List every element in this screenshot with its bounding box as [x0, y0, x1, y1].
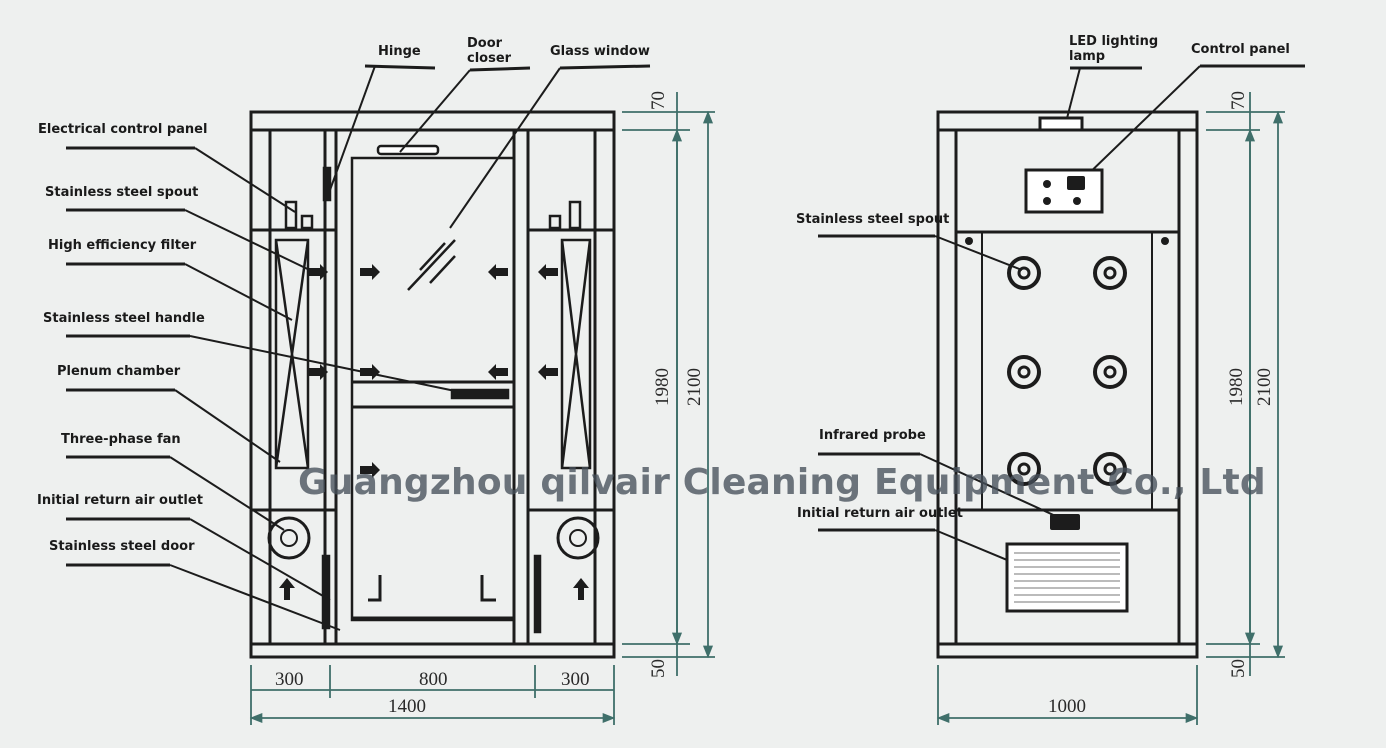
infrared-probe-icon [1050, 514, 1080, 530]
label-side-initial-return-air-outlet: Initial return air outlet [797, 506, 963, 521]
front-outer-frame [249, 110, 616, 659]
dimension-lines [249, 92, 1285, 725]
dim-side-top: 70 [1228, 91, 1249, 110]
dim-front-bottom: 50 [648, 659, 669, 678]
leader-lines [66, 64, 1305, 631]
nozzle-icon [1007, 256, 1041, 290]
label-side-stainless-steel-spout: Stainless steel spout [796, 212, 950, 227]
label-initial-return-air-outlet: Initial return air outlet [37, 493, 203, 508]
side-details [965, 176, 1169, 530]
dim-front-left: 300 [275, 669, 304, 690]
dim-side-inner-height: 1980 [1226, 368, 1247, 406]
stainless-handle-icon [450, 388, 510, 400]
nozzle-arrows [279, 264, 589, 600]
dim-front-total-height: 2100 [684, 368, 705, 406]
label-stainless-steel-spout: Stainless steel spout [45, 185, 199, 200]
label-three-phase-fan: Three-phase fan [61, 432, 181, 447]
dim-side-total-height: 2100 [1254, 368, 1275, 406]
label-hinge: Hinge [378, 44, 421, 59]
nozzle-icon [1093, 452, 1127, 486]
label-infrared-probe: Infrared probe [819, 428, 926, 443]
label-stainless-steel-door: Stainless steel door [49, 539, 195, 554]
dimension-texts: 70 1980 2100 50 300 800 300 1400 70 1980… [275, 91, 1275, 717]
front-door-panel [350, 156, 516, 622]
led-lamp-icon [1038, 116, 1084, 132]
label-led-lighting-lamp: LED lighting lamp [1069, 34, 1159, 64]
hinge-icon [322, 166, 332, 202]
left-filter-icon [274, 238, 310, 470]
door-closer-icon [376, 144, 440, 156]
control-panel-box [1024, 168, 1104, 214]
watermark-text: Guangzhou qilvair Cleaning Equipment Co.… [298, 462, 1266, 503]
dim-front-right: 300 [561, 669, 590, 690]
label-stainless-steel-handle: Stainless steel handle [43, 311, 205, 326]
side-view [936, 110, 1199, 659]
label-electrical-control-panel: Electrical control panel [38, 122, 208, 137]
side-outer-frame [936, 110, 1199, 659]
nozzle-icon [1007, 452, 1041, 486]
label-glass-window: Glass window [550, 44, 650, 59]
front-details [267, 144, 600, 634]
right-filter-icon [560, 238, 592, 470]
label-plenum-chamber: Plenum chamber [57, 364, 181, 379]
dim-front-middle: 800 [419, 669, 448, 690]
front-view [249, 110, 616, 659]
dim-side-total-width: 1000 [1048, 696, 1086, 717]
right-fan-icon [556, 516, 600, 560]
dim-front-total-width: 1400 [388, 696, 426, 717]
side-nozzles [1007, 256, 1127, 486]
label-door-closer: Door closer [467, 36, 512, 66]
label-high-efficiency-filter: High efficiency filter [48, 238, 197, 253]
nozzle-icon [1093, 256, 1127, 290]
left-fan-icon [267, 516, 311, 560]
dim-side-bottom: 50 [1228, 659, 1249, 678]
label-control-panel: Control panel [1191, 42, 1290, 57]
nozzle-icon [1007, 355, 1041, 389]
dim-front-inner-height: 1980 [652, 368, 673, 406]
return-air-grille [1005, 542, 1129, 613]
dim-front-top: 70 [648, 91, 669, 110]
nozzle-icon [1093, 355, 1127, 389]
electrical-control-box-icon [284, 200, 298, 230]
